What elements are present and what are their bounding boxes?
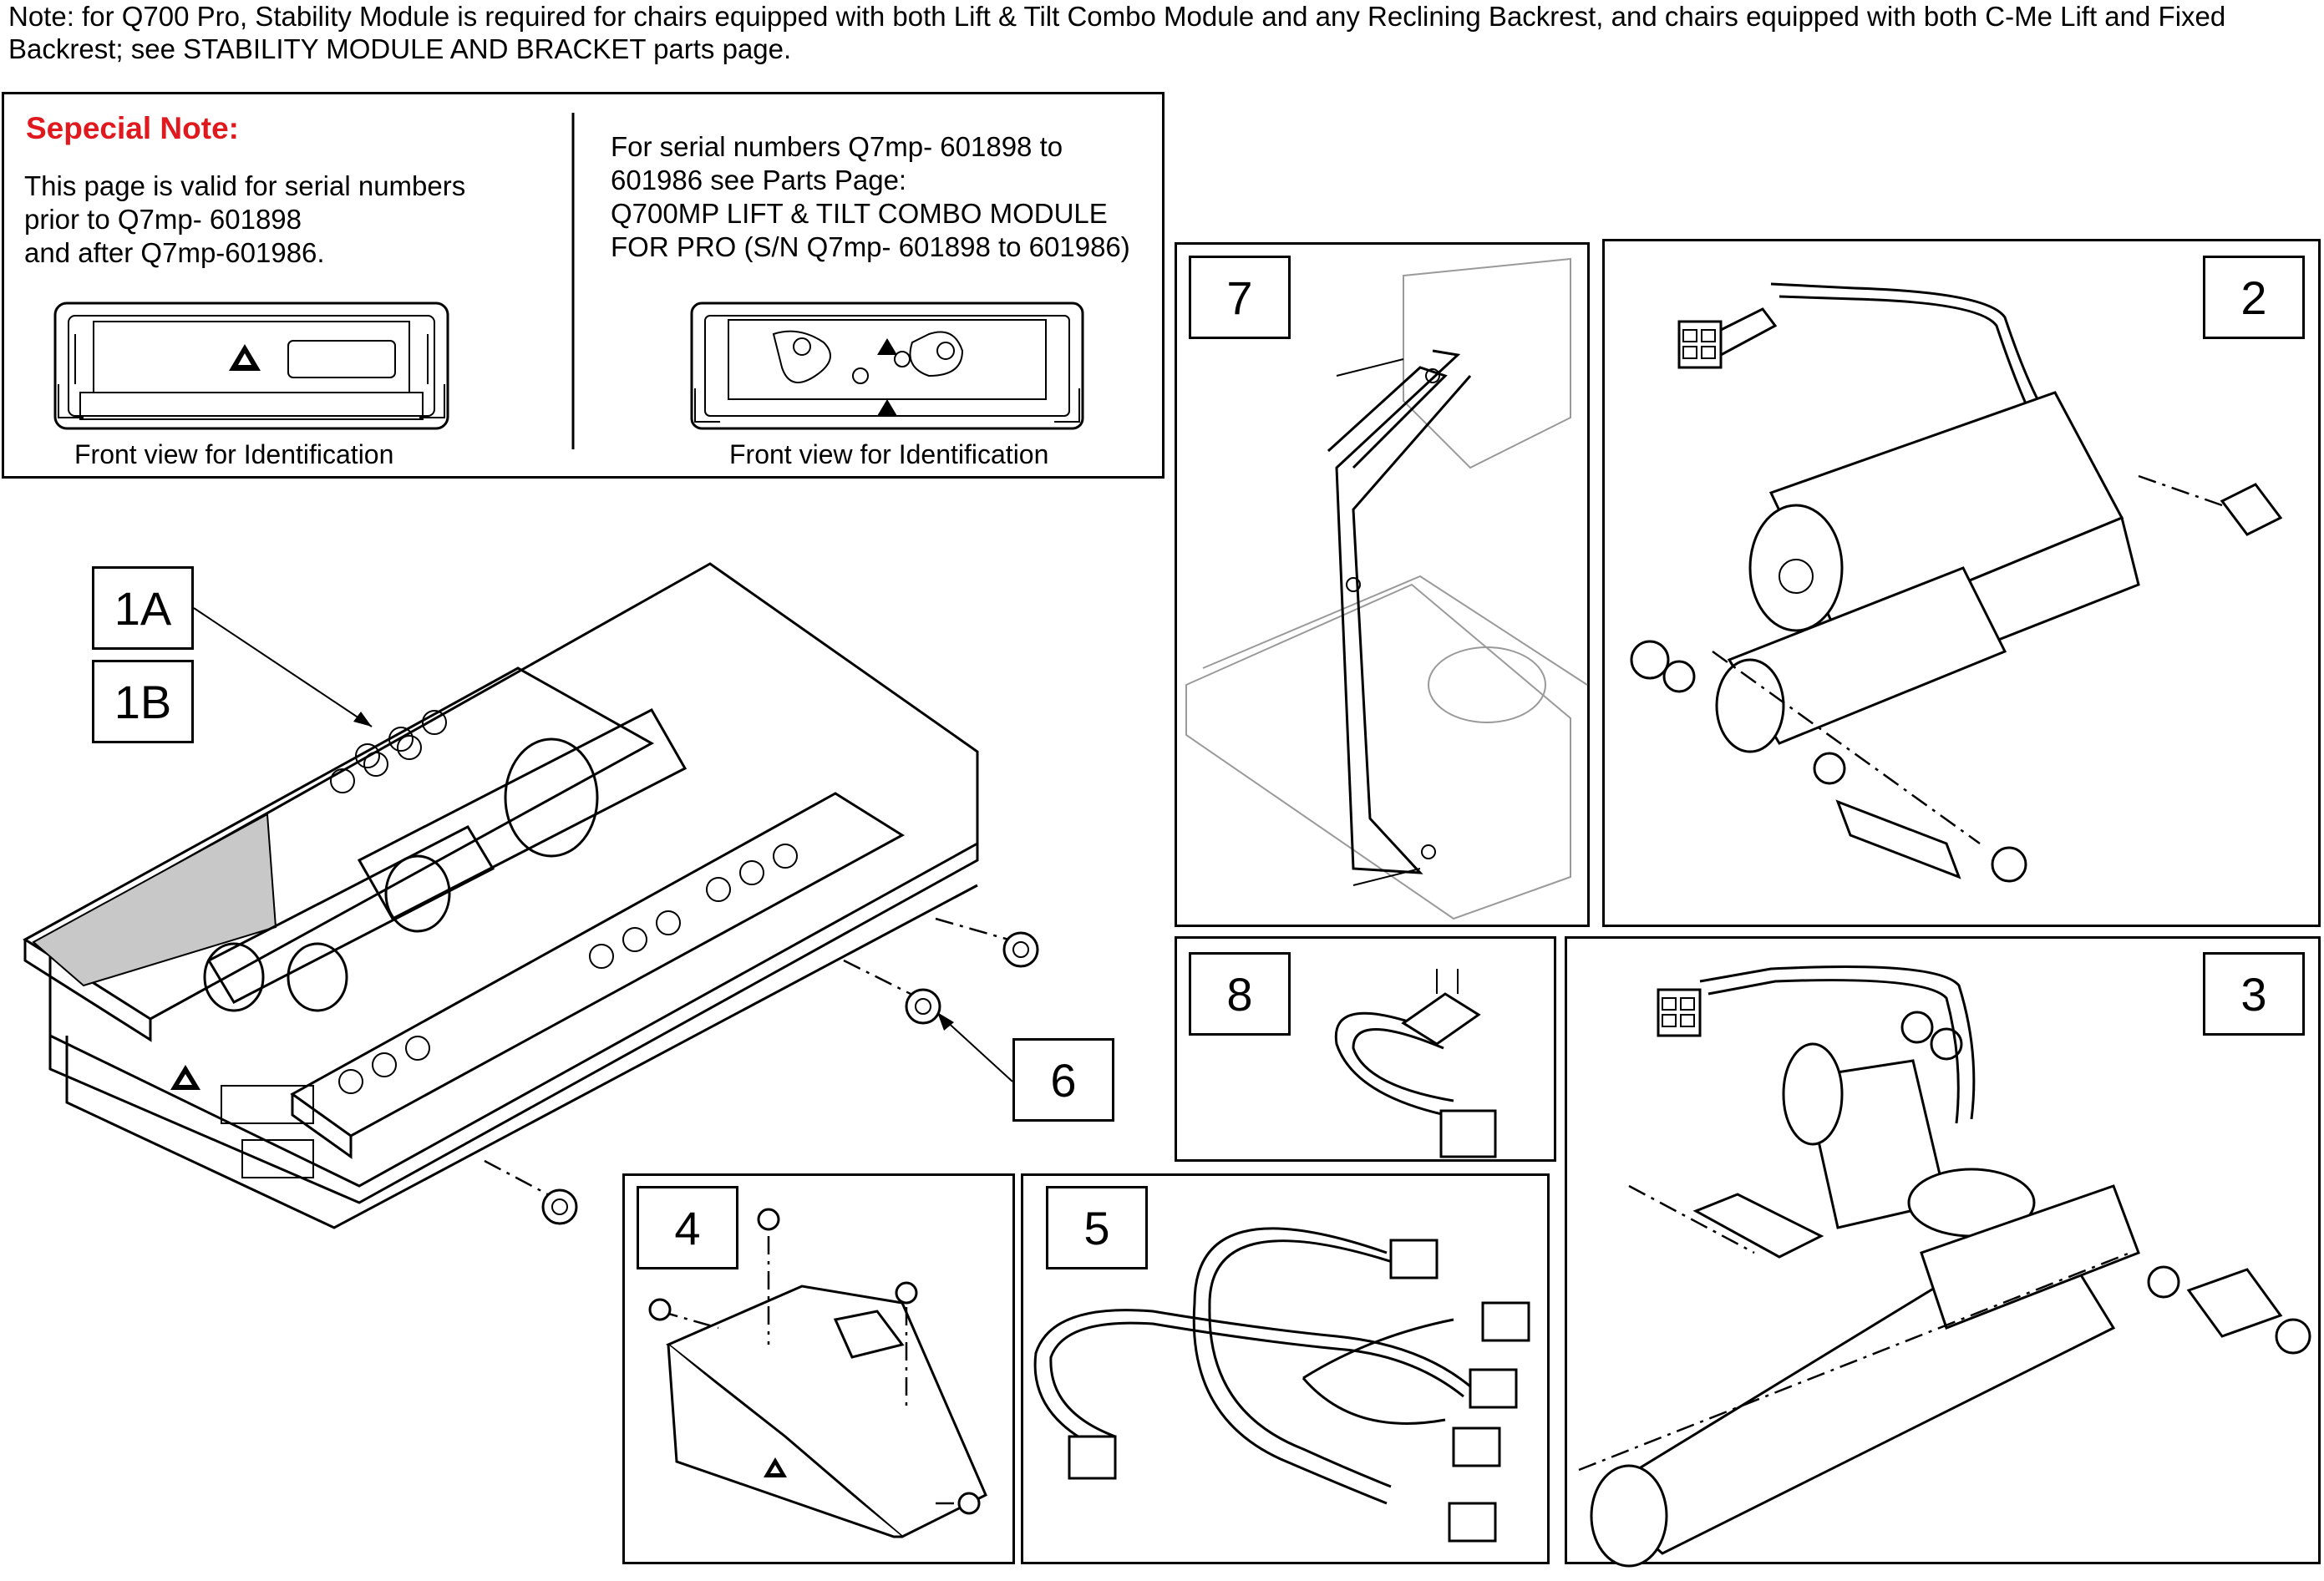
warning-triangle-icon (170, 1065, 200, 1090)
left-front-view-caption: Front view for Identification (74, 439, 394, 469)
special-note-box: Sepecial Note: This page is valid for se… (2, 92, 1165, 479)
left-front-view-drawing (53, 302, 449, 430)
callout-1a: 1A (92, 566, 194, 650)
panel-5-drawing (1033, 1227, 1530, 1543)
panel-7-drawing (1185, 257, 1588, 920)
right-front-view-caption: Front view for Identification (729, 439, 1049, 469)
panel-8-drawing (1334, 969, 1497, 1158)
callout-4: 4 (637, 1186, 738, 1269)
leader-1a (193, 607, 373, 727)
callout-7: 7 (1189, 256, 1291, 339)
special-note-right-text: For serial numbers Q7mp- 601898 to 60198… (611, 131, 1130, 262)
panel-7-box (1175, 242, 1590, 927)
callout-8: 8 (1189, 952, 1291, 1036)
special-note-left-text: This page is valid for serial numbers pr… (24, 170, 466, 268)
panel-2-drawing (1630, 282, 2283, 883)
panel-4-drawing (648, 1208, 987, 1538)
top-note: Note: for Q700 Pro, Stability Module is … (8, 1, 2226, 64)
callout-6: 6 (1012, 1038, 1114, 1122)
panel-3-drawing (1578, 965, 2311, 1568)
callout-3: 3 (2203, 952, 2305, 1036)
special-note-title: Sepecial Note: (26, 111, 239, 145)
warning-triangle-icon (877, 338, 897, 416)
callout-5: 5 (1046, 1186, 1148, 1269)
callout-2: 2 (2203, 256, 2305, 339)
seat-module-drawing (23, 562, 979, 1229)
warning-triangle-icon (229, 344, 261, 371)
warning-triangle-icon (764, 1457, 787, 1477)
screw-drawing (484, 917, 1039, 1225)
callout-1b: 1B (92, 660, 194, 743)
